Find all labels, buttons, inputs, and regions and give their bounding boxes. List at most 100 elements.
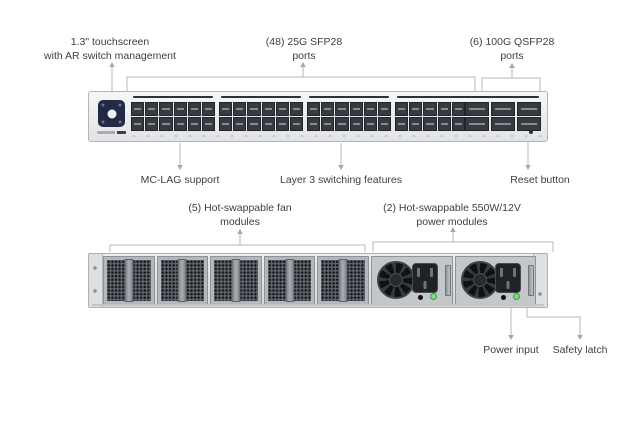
sfp-port [437, 117, 451, 131]
fan-module [156, 256, 209, 305]
sfp-port [145, 102, 159, 116]
sfp-ports [131, 102, 480, 131]
qsfp-ports [465, 102, 541, 131]
callout-qsfp-line1: (6) 100G QSFP28 [469, 36, 555, 48]
callout-qsfp-ports: (6) 100G QSFP28 ports [470, 35, 555, 63]
inlet-pin [416, 268, 420, 277]
callout-layer3: Layer 3 switching features [280, 173, 402, 187]
callout-sfp-line1: (48) 25G SFP28 [265, 36, 343, 48]
port-number-row [133, 135, 541, 137]
sfp-port [289, 102, 304, 116]
power-module [454, 256, 536, 305]
inlet-pin [429, 268, 433, 277]
psu-button [501, 295, 506, 300]
sfp-port [187, 117, 201, 131]
vent-strip [397, 96, 477, 98]
sfp-port [349, 102, 363, 116]
inlet-pin [500, 268, 503, 277]
sfp-port [335, 117, 349, 131]
callout-power-line1: (2) Hot-swappable 550W/12V [383, 202, 521, 214]
fan-handle [285, 259, 295, 302]
sfp-port [409, 102, 423, 116]
qsfp-port [517, 117, 541, 131]
sfp-port [219, 117, 233, 131]
callout-reset-line1: Reset button [510, 174, 570, 186]
sfp-port [275, 117, 289, 131]
sfp-port [423, 117, 437, 131]
vent-strip [467, 96, 539, 98]
fan-module [263, 256, 316, 305]
sfp-port [261, 117, 275, 131]
fan-bay [103, 256, 369, 305]
sfp-port [247, 117, 261, 131]
sfp-port [173, 117, 187, 131]
qsfp-port [517, 102, 541, 116]
rack-ear-left [89, 254, 103, 307]
sfp-port [321, 102, 335, 116]
sfp-port [275, 102, 289, 116]
qsfp-port [491, 102, 515, 116]
callout-qsfp-line2: ports [500, 50, 524, 62]
sfp-port [423, 102, 437, 116]
sfp-port [307, 102, 321, 116]
sfp-port [261, 102, 275, 116]
sfp-port [335, 102, 349, 116]
sfp-port [437, 102, 451, 116]
qsfp-port [491, 117, 515, 131]
callout-fans-line1: (5) Hot-swappable fan [188, 202, 292, 214]
callout-sfp-line2: ports [292, 50, 316, 62]
sfp-port [349, 117, 363, 131]
vent-strip [309, 96, 389, 98]
sfp-port [409, 117, 423, 131]
sfp-port [201, 117, 216, 131]
inlet-pin [506, 281, 510, 289]
sfp-port [395, 117, 409, 131]
sfp-port [363, 102, 377, 116]
callout-layer3-line1: Layer 3 switching features [280, 174, 402, 186]
sfp-port [173, 102, 187, 116]
sfp-port [377, 117, 392, 131]
callout-power-line2: power modules [416, 216, 488, 228]
sfp-port [159, 102, 173, 116]
power-inlet [411, 263, 438, 293]
sfp-port [159, 117, 173, 131]
fan-handle [177, 259, 187, 302]
sfp-port [247, 102, 261, 116]
inlet-pin [423, 281, 426, 289]
callout-safety-latch: Safety latch [553, 343, 608, 357]
fan-module [210, 256, 262, 305]
sfp-port [307, 117, 321, 131]
safety-latch [444, 265, 451, 296]
fan-handle [231, 259, 241, 302]
psu-fan-icon [460, 261, 499, 299]
sfp-port [289, 117, 304, 131]
psu-status-led [429, 293, 437, 300]
qsfp-port [465, 117, 489, 131]
sfp-port [131, 117, 145, 131]
callout-reset: Reset button [510, 173, 570, 187]
callout-touchscreen-line1: 1.3" touchscreen [70, 36, 150, 48]
sfp-port [321, 117, 335, 131]
sfp-port [233, 117, 247, 131]
callout-safety-latch-line1: Safety latch [552, 344, 608, 356]
inlet-pin [513, 268, 516, 277]
vent-strip [133, 96, 213, 98]
psu-fan-icon [377, 261, 415, 299]
callout-touchscreen-line2: with AR switch management [44, 50, 176, 62]
callout-sfp-ports: (48) 25G SFP28 ports [266, 35, 342, 63]
sfp-port [201, 102, 216, 116]
psu-button [417, 295, 423, 300]
sfp-port [395, 102, 409, 116]
sfp-port [377, 102, 392, 116]
sfp-port [219, 102, 233, 116]
callout-mclag: MC-LAG support [141, 173, 220, 187]
power-module [371, 256, 453, 305]
sfp-port [451, 102, 465, 116]
safety-latch [528, 265, 534, 296]
switch-rear-view [88, 253, 548, 308]
sfp-port [131, 102, 145, 116]
callout-mclag-line1: MC-LAG support [140, 174, 220, 186]
fan-handle [124, 259, 134, 302]
sfp-port [363, 117, 377, 131]
